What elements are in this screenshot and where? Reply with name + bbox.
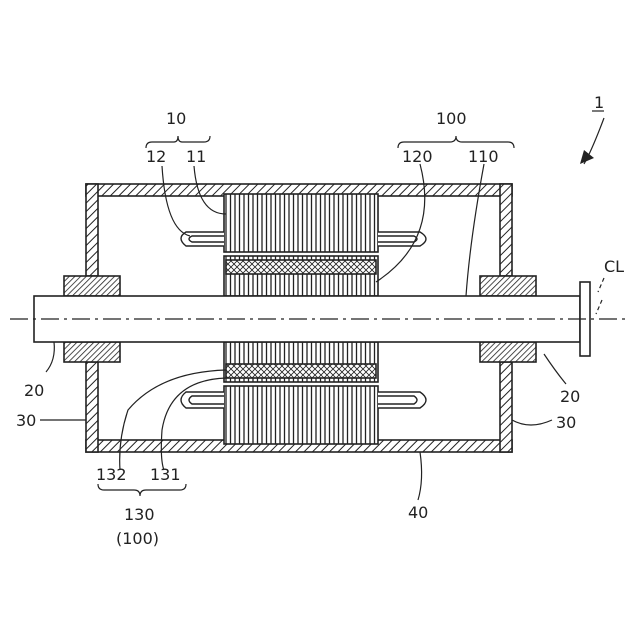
label-layer-131: 131 — [150, 465, 181, 484]
label-centerline: CL — [604, 257, 624, 276]
label-bearing-left: 20 — [24, 381, 44, 400]
label-device: 1 — [594, 93, 604, 112]
label-stator-group: 100 — [436, 109, 467, 128]
label-frame: 40 — [408, 503, 428, 522]
label-bracket-left: 30 — [16, 411, 36, 430]
label-group-130: 130 — [124, 505, 155, 524]
label-bearing-right: 20 — [560, 387, 580, 406]
label-group-130-paren: (100) — [116, 529, 159, 548]
label-bracket-right: 30 — [556, 413, 576, 432]
label-shaft: 110 — [468, 147, 499, 166]
label-rotor-group: 10 — [166, 109, 186, 128]
label-magnet: 120 — [402, 147, 433, 166]
device-arrow-icon — [580, 150, 594, 164]
label-layer-132: 132 — [96, 465, 127, 484]
label-core: 11 — [186, 147, 206, 166]
label-coil: 12 — [146, 147, 166, 166]
